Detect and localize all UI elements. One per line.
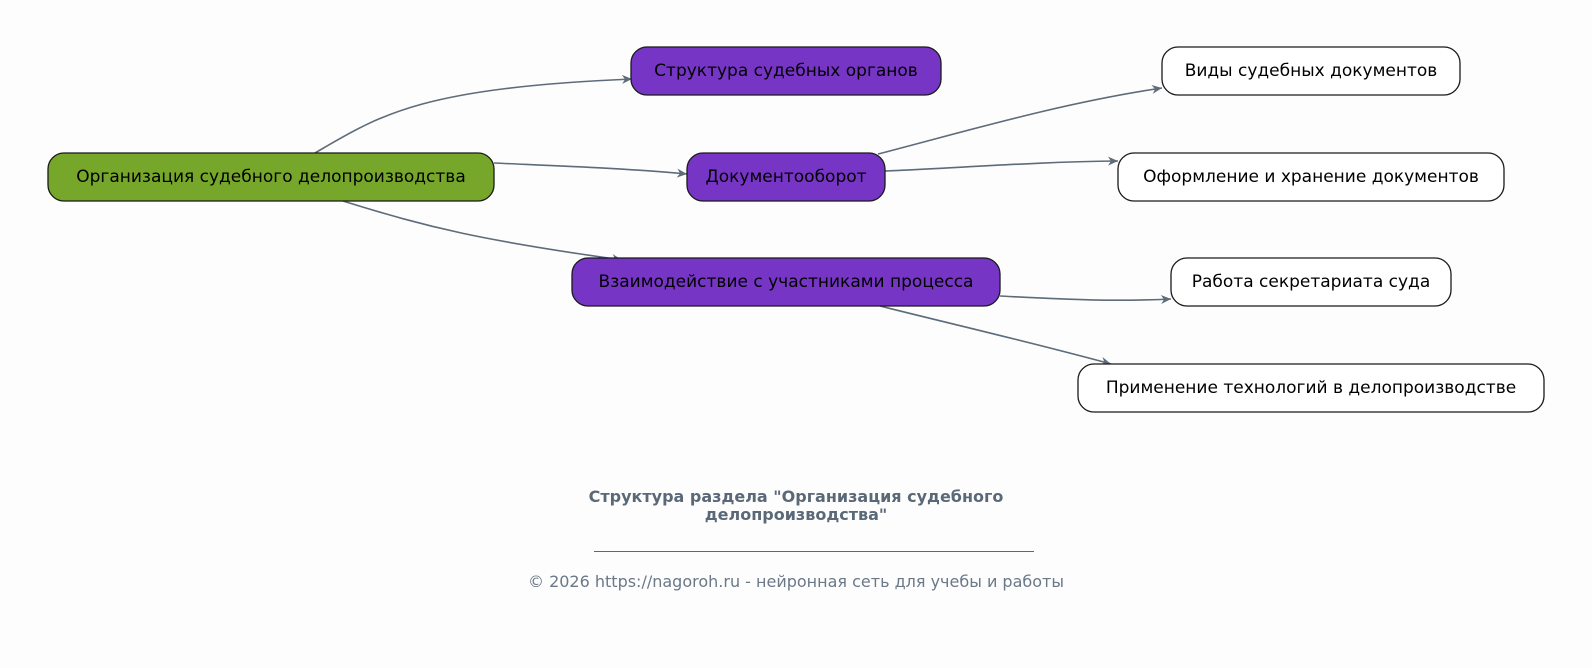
nodes-layer: Организация судебного делопроизводства Ст… [47,46,1545,413]
node-branch-b2: Документооборот [686,152,886,202]
node-box [1077,363,1545,413]
node-label: Работа секретариата суда [1192,272,1430,292]
node-branch-b3: Взаимодействие с участниками процесса [571,257,1001,307]
node-box [571,257,1001,307]
node-label: Документооборот [705,167,866,187]
node-root-root: Организация судебного делопроизводства [47,152,495,202]
edge-root-b1 [314,74,633,154]
edge-root-b2 [493,162,688,178]
node-label: Взаимодействие с участниками процесса [599,272,974,292]
node-box [1161,46,1461,96]
node-leaf-l4: Применение технологий в делопроизводстве [1077,363,1545,413]
node-label: Виды судебных документов [1185,61,1438,81]
node-leaf-l3: Работа секретариата суда [1170,257,1452,307]
node-box [630,46,942,96]
edge-b3-l4 [879,305,1112,366]
node-leaf-l2: Оформление и хранение документов [1117,152,1505,202]
node-box [1117,152,1505,202]
node-label: Структура судебных органов [654,61,918,81]
node-branch-b1: Структура судебных органов [630,46,942,96]
edge-b3-l3 [999,294,1172,304]
edge-b2-l2 [884,156,1119,172]
caption-title-line-2: делопроизводства" [704,505,888,524]
edge-root-b3 [342,200,623,264]
node-label: Применение технологий в делопроизводстве [1106,378,1516,398]
node-label: Организация судебного делопроизводства [76,167,465,187]
copyright-footer: © 2026 https://nagoroh.ru - нейронная се… [527,572,1064,591]
caption-divider [594,551,1034,552]
edges-layer [314,74,1172,366]
node-box [1170,257,1452,307]
node-box [47,152,495,202]
diagram-caption-title: Структура раздела "Организация судебного… [0,488,1592,524]
node-leaf-l1: Виды судебных документов [1161,46,1461,96]
node-label: Оформление и хранение документов [1143,167,1479,187]
caption-title-line-1: Структура раздела "Организация судебного [588,487,1004,506]
node-box [686,152,886,202]
edge-b2-l1 [877,85,1163,155]
